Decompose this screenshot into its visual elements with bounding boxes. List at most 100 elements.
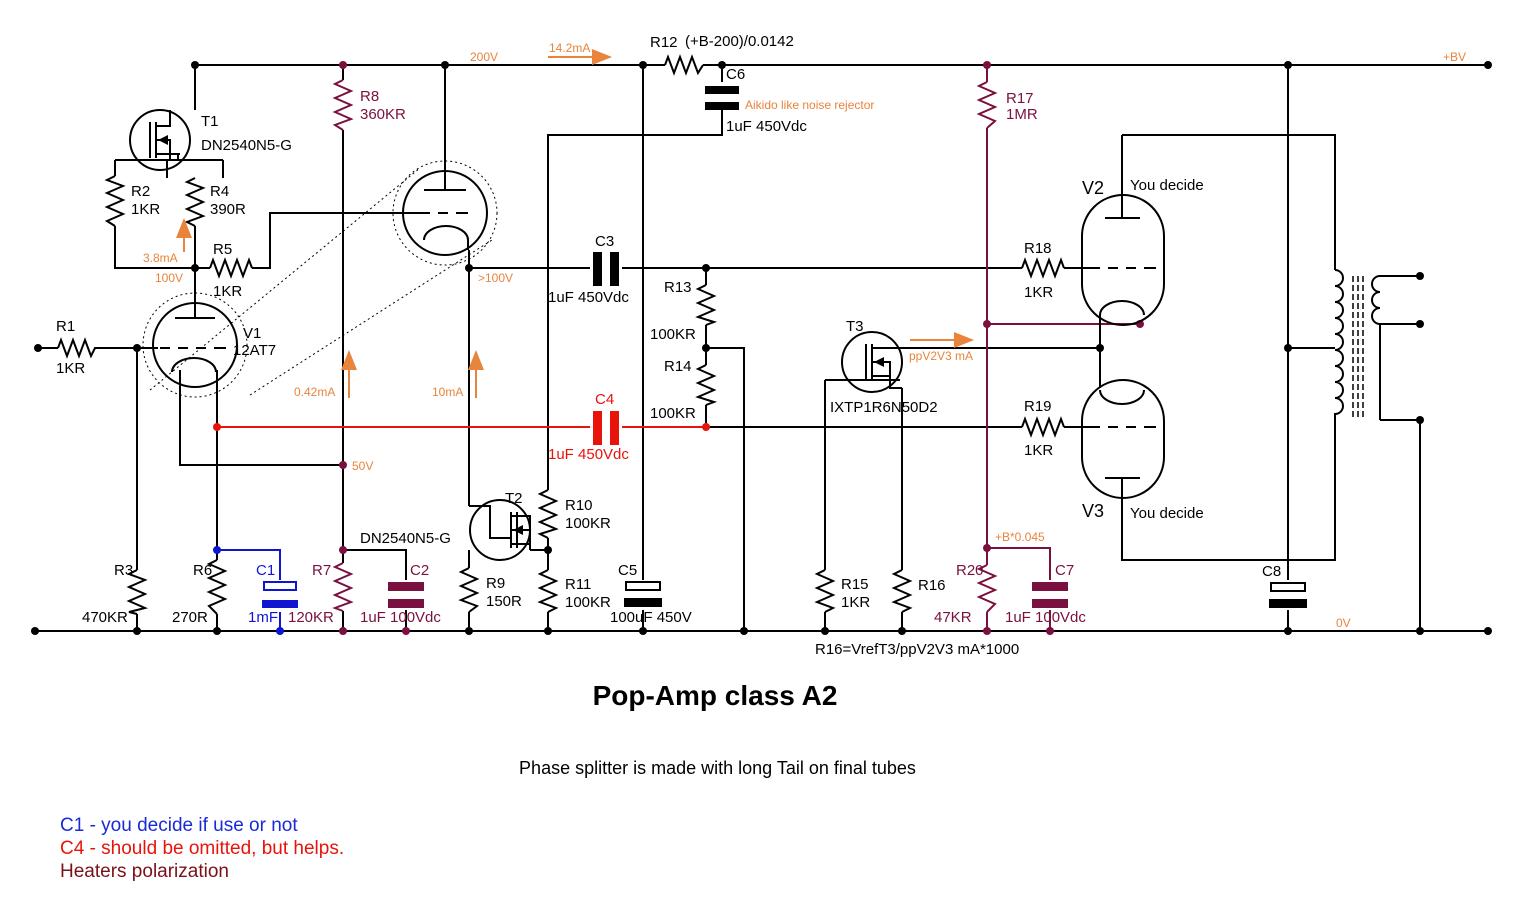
resistor-r4	[184, 177, 206, 227]
r5-value: 1KR	[213, 283, 242, 300]
r3-name: R3	[114, 562, 133, 579]
capacitor-c8	[1269, 582, 1307, 608]
c1-branch	[213, 546, 284, 635]
t2-part: DN2540N5-G	[360, 530, 451, 547]
r12-value: (+B-200)/0.0142	[685, 33, 794, 50]
r11-name: R11	[565, 576, 591, 593]
c3-name: C3	[595, 233, 614, 250]
current-3-8ma: 3.8mA	[143, 251, 178, 265]
tube-v3	[1081, 379, 1165, 499]
output-transformer	[1334, 269, 1381, 420]
r20-value: 47KR	[934, 609, 972, 626]
diagram-subtitle: Phase splitter is made with long Tail on…	[519, 758, 916, 778]
r18-name: R18	[1024, 240, 1052, 257]
note-c4: C4 - should be omitted, but helps.	[60, 838, 345, 859]
v3-name: V3	[1082, 501, 1104, 521]
r2-value: 1KR	[131, 201, 160, 218]
capacitor-c7	[1032, 582, 1068, 608]
c5-value: 100uF 450V	[610, 609, 692, 626]
mosfet-t3	[825, 331, 903, 393]
capacitor-c1	[262, 581, 298, 608]
v1-part: 12AT7	[233, 342, 276, 359]
r6-value: 270R	[172, 609, 208, 626]
positive-rail	[195, 61, 1492, 69]
c1-name: C1	[256, 562, 275, 579]
resistor-r15	[814, 569, 836, 613]
capacitor-c2	[388, 582, 424, 608]
r2-name: R2	[131, 183, 150, 200]
capacitor-c5	[624, 581, 662, 607]
c7-value: 1uF 100Vdc	[1005, 609, 1086, 626]
label-bv: +BV	[1443, 50, 1466, 64]
r19-value: 1KR	[1024, 442, 1053, 459]
resistor-r17	[976, 81, 998, 129]
noise-rejector-note: Aikido like noise rejector	[745, 98, 874, 112]
resistor-r12	[664, 54, 704, 76]
dual-triode-envelope	[149, 160, 498, 396]
resistor-r10	[537, 489, 559, 539]
v2-part: You decide	[1130, 177, 1204, 194]
v3-part: You decide	[1130, 505, 1204, 522]
resistor-r3	[126, 569, 149, 615]
r1-value: 1KR	[56, 360, 85, 377]
voltage-200v: 200V	[470, 50, 498, 64]
t3-name: T3	[846, 318, 864, 335]
resistor-r8	[332, 79, 354, 131]
r9-name: R9	[486, 575, 505, 592]
r11-value: 100KR	[565, 594, 611, 611]
ppv-current: ppV2V3 mA	[909, 349, 973, 363]
resistor-r1	[57, 337, 98, 359]
r17-value: 1MR	[1006, 106, 1038, 123]
voltage-50v: 50V	[352, 459, 373, 473]
c4-name: C4	[595, 391, 614, 408]
voltage-gt100v: >100V	[478, 271, 513, 285]
t1-name: T1	[201, 113, 219, 130]
resistor-r13	[695, 284, 718, 326]
label-0v: 0V	[1336, 616, 1351, 630]
r7-value: 120KR	[288, 609, 334, 626]
r12-name: R12	[650, 34, 678, 51]
resistor-r18	[1021, 257, 1065, 279]
capacitor-c4	[593, 411, 619, 445]
current-14-2ma: 14.2mA	[549, 41, 590, 55]
note-heaters: Heaters polarization	[60, 861, 229, 882]
r14-value: 100KR	[650, 405, 696, 422]
junction-dots	[133, 61, 1424, 635]
tube-v2	[1081, 194, 1165, 326]
resistor-r5	[209, 257, 253, 279]
resistor-r20	[976, 564, 998, 613]
current-0-42ma: 0.42mA	[294, 385, 335, 399]
r4-name: R4	[210, 183, 229, 200]
r18-value: 1KR	[1024, 284, 1053, 301]
r6-name: R6	[193, 562, 212, 579]
r15-value: 1KR	[841, 594, 870, 611]
c1-value: 1mF	[248, 609, 278, 626]
c2-name: C2	[410, 562, 429, 579]
t2-name: T2	[505, 490, 523, 507]
c6-value: 1uF 450Vdc	[726, 118, 807, 135]
mosfet-t1	[129, 109, 191, 171]
r9-value: 150R	[486, 593, 522, 610]
t1-part: DN2540N5-G	[201, 137, 292, 154]
t3-part: IXTP1R6N50D2	[830, 399, 938, 416]
r13-value: 100KR	[650, 326, 696, 343]
r20-name: R20	[956, 562, 984, 579]
r16-formula: R16=VrefT3/ppV2V3 mA*1000	[815, 641, 1019, 658]
current-arrows	[176, 49, 974, 398]
r8-value: 360KR	[360, 106, 406, 123]
r5-name: R5	[213, 241, 232, 258]
v1-name: V1	[243, 325, 261, 342]
mosfet-t2	[469, 499, 531, 561]
current-10ma: 10mA	[432, 385, 463, 399]
r15-name: R15	[841, 576, 869, 593]
r8-name: R8	[360, 88, 379, 105]
r10-value: 100KR	[565, 515, 611, 532]
r14-name: R14	[664, 358, 692, 375]
r1-name: R1	[56, 318, 75, 335]
r3-value: 470KR	[82, 609, 128, 626]
resistor-r16	[891, 569, 913, 613]
resistor-r9	[458, 567, 480, 613]
c6-name: C6	[726, 66, 745, 83]
diagram-title: Pop-Amp class A2	[592, 680, 838, 711]
